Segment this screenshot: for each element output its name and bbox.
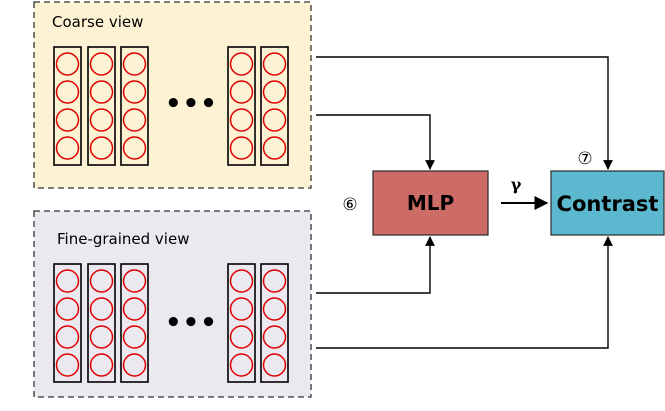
fine-neuron — [55, 353, 80, 377]
coarse-neuron — [229, 80, 254, 104]
fine-neuron — [55, 325, 80, 349]
fine-column-1 — [53, 263, 82, 383]
fine-view-label: Fine-grained view — [57, 230, 189, 248]
fine-neuron — [122, 325, 147, 349]
fine-column-3 — [120, 263, 149, 383]
fine-neuron — [122, 353, 147, 377]
gamma-edge-label: γ — [511, 175, 522, 194]
contrast-node: Contrast ⑦ — [550, 149, 665, 236]
coarse-column-5 — [260, 46, 289, 166]
coarse-neuron — [229, 52, 254, 76]
coarse-neuron — [55, 136, 80, 160]
coarse-ellipsis: ••• — [165, 89, 218, 119]
fine-neuron — [89, 353, 114, 377]
fine-column-4 — [227, 263, 256, 383]
coarse-neuron — [122, 52, 147, 76]
fine-neuron — [262, 297, 287, 321]
fine-neuron — [55, 297, 80, 321]
fine-feature-columns — [53, 263, 289, 383]
fine-column-5 — [260, 263, 289, 383]
mlp-label: MLP — [407, 191, 454, 215]
fine-neuron — [122, 297, 147, 321]
coarse-neuron — [229, 136, 254, 160]
fine-neuron — [89, 269, 114, 293]
coarse-neuron — [262, 136, 287, 160]
coarse-neuron — [229, 108, 254, 132]
coarse-neuron — [262, 52, 287, 76]
coarse-to-contrast-arrow — [316, 56, 613, 170]
coarse-column-1 — [53, 46, 82, 166]
coarse-neuron — [55, 52, 80, 76]
mlp-box — [372, 170, 489, 236]
fine-neuron — [122, 269, 147, 293]
coarse-neuron — [122, 80, 147, 104]
coarse-neuron — [89, 80, 114, 104]
fine-to-contrast-arrow — [316, 236, 613, 349]
coarse-neuron — [262, 108, 287, 132]
coarse-column-4 — [227, 46, 256, 166]
coarse-neuron — [262, 80, 287, 104]
fine-neuron — [229, 297, 254, 321]
fine-neuron — [229, 353, 254, 377]
contrast-step-marker: ⑦ — [577, 149, 592, 169]
coarse-view-label: Coarse view — [52, 13, 143, 31]
fine-neuron — [262, 353, 287, 377]
coarse-neuron — [55, 80, 80, 104]
coarse-neuron — [89, 52, 114, 76]
connectors — [316, 56, 613, 349]
coarse-neuron — [122, 136, 147, 160]
fine-column-2 — [87, 263, 116, 383]
fine-neuron — [262, 269, 287, 293]
fine-neuron — [89, 297, 114, 321]
mlp-node: MLP ⑥ — [342, 170, 489, 236]
fine-view-panel: Fine-grained view ••• — [33, 210, 312, 398]
coarse-column-2 — [87, 46, 116, 166]
fine-neuron — [262, 325, 287, 349]
contrast-box — [550, 170, 665, 236]
coarse-feature-columns — [53, 46, 289, 166]
coarse-neuron — [89, 136, 114, 160]
fine-neuron — [229, 325, 254, 349]
mlp-step-marker: ⑥ — [342, 195, 357, 215]
fine-ellipsis: ••• — [165, 308, 218, 338]
coarse-neuron — [89, 108, 114, 132]
coarse-column-3 — [120, 46, 149, 166]
coarse-to-mlp-arrow — [316, 114, 435, 170]
coarse-view-box — [33, 1, 312, 189]
fine-to-mlp-arrow — [316, 236, 435, 294]
coarse-view-panel: Coarse view ••• — [33, 1, 312, 189]
fine-neuron — [89, 325, 114, 349]
fine-neuron — [55, 269, 80, 293]
fine-neuron — [229, 269, 254, 293]
contrast-label: Contrast — [557, 192, 659, 216]
coarse-neuron — [122, 108, 147, 132]
coarse-neuron — [55, 108, 80, 132]
